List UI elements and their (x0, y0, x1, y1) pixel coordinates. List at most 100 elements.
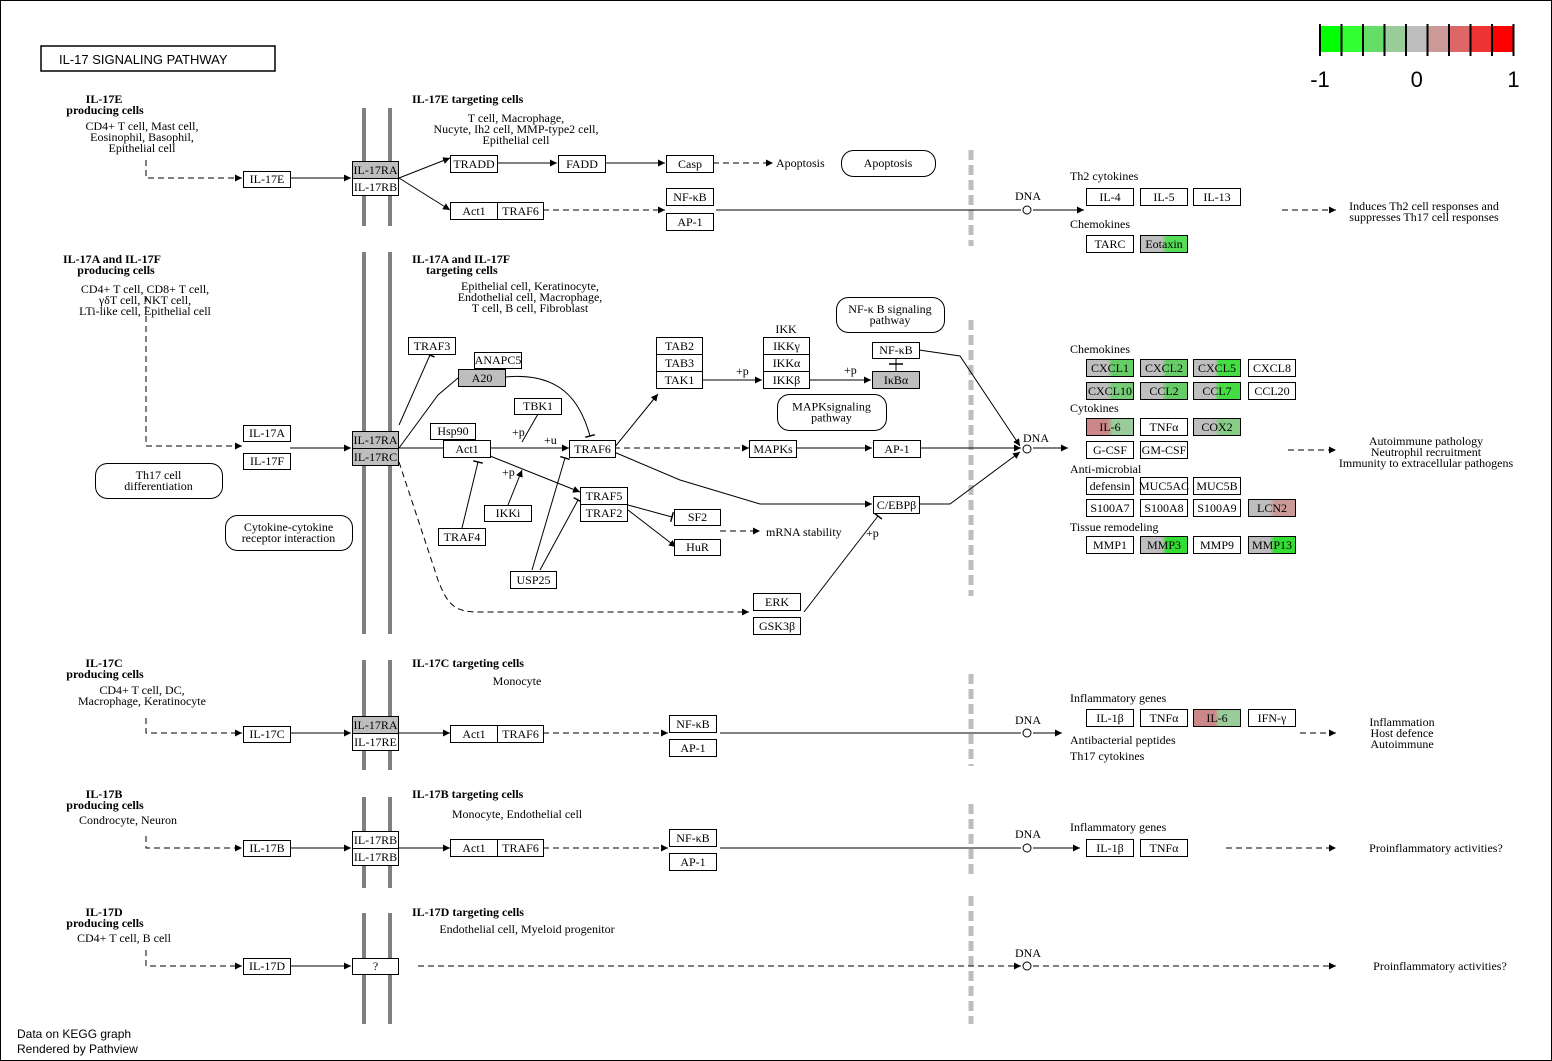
gene-node-hsp90[interactable]: Hsp90 (430, 423, 476, 440)
gene-node-usp25[interactable]: USP25 (510, 571, 557, 589)
gene-node-mmp13[interactable]: MMP13 (1248, 536, 1296, 554)
gene-node-cebpb[interactable]: C/EBPβ (873, 496, 920, 514)
gene-node-il17a[interactable]: IL-17A (243, 425, 291, 442)
gene-node-cxcl1[interactable]: CXCL1 (1086, 359, 1134, 377)
gene-node-mmp9[interactable]: MMP9 (1193, 536, 1241, 554)
gene-node-tnfa-af[interactable]: TNFα (1140, 418, 1188, 436)
gene-node-il17b[interactable]: IL-17B (243, 840, 291, 857)
gene-node-muc5ac[interactable]: MUC5AC (1139, 477, 1189, 495)
gene-node-ikkb[interactable]: IKKβ (763, 371, 810, 389)
gene-label: Act1 (462, 727, 485, 741)
gene-node-il17ra-af[interactable]: IL-17RA (352, 431, 399, 449)
gene-node-traf3[interactable]: TRAF3 (408, 337, 456, 355)
gene-node-casp[interactable]: Casp (666, 155, 714, 173)
gene-node-nfkb-c[interactable]: NF-κB (669, 715, 717, 733)
gene-node-cxcl10[interactable]: CXCL10 (1086, 382, 1134, 400)
gene-node-anapc5[interactable]: ANAPC5 (474, 352, 522, 369)
gene-node-unknown-d[interactable]: ? (352, 958, 399, 975)
gene-node-traf6-b[interactable]: TRAF6 (497, 839, 544, 857)
gene-node-act1-af[interactable]: Act1 (443, 440, 491, 458)
gene-node-il6-af[interactable]: IL-6 (1086, 418, 1134, 436)
gene-node-tarc[interactable]: TARC (1086, 235, 1134, 253)
gene-node-traf2[interactable]: TRAF2 (580, 504, 628, 522)
gene-node-ap1-b[interactable]: AP-1 (669, 853, 717, 871)
gene-node-ccl7[interactable]: CCL7 (1193, 382, 1241, 400)
gene-node-ccl20[interactable]: CCL20 (1248, 382, 1296, 400)
gene-node-s100a7[interactable]: S100A7 (1086, 499, 1134, 517)
gene-node-cox2[interactable]: COX2 (1193, 418, 1241, 436)
gene-node-il17ra-c[interactable]: IL-17RA (352, 716, 399, 734)
gene-node-defensin[interactable]: defensin (1086, 477, 1134, 495)
gene-node-tab2[interactable]: TAB2 (656, 337, 703, 355)
gene-node-act1-b[interactable]: Act1 (450, 839, 498, 857)
gene-node-fadd[interactable]: FADD (558, 155, 606, 173)
gene-node-ifng-c[interactable]: IFN-γ (1248, 709, 1296, 727)
gene-node-nfkb-e[interactable]: NF-κB (666, 188, 714, 206)
gene-node-ikki[interactable]: IKKi (484, 505, 532, 522)
gene-node-il17ra-e[interactable]: IL-17RA (352, 161, 399, 179)
gene-node-nfkb-b[interactable]: NF-κB (669, 829, 717, 847)
gene-node-il1b-b[interactable]: IL-1β (1086, 839, 1134, 857)
gene-node-il17f[interactable]: IL-17F (243, 453, 291, 470)
gene-node-il6-c[interactable]: IL-6 (1193, 709, 1241, 727)
gene-node-act1-c[interactable]: Act1 (450, 725, 498, 743)
gene-node-ap1-e[interactable]: AP-1 (666, 213, 714, 231)
gene-node-s100a8[interactable]: S100A8 (1140, 499, 1188, 517)
gene-node-il17rb-b2[interactable]: IL-17RB (352, 848, 399, 866)
gene-node-tab3[interactable]: TAB3 (656, 354, 703, 372)
gene-node-tnfa-c[interactable]: TNFα (1140, 709, 1188, 727)
gene-node-traf5[interactable]: TRAF5 (580, 487, 628, 505)
gene-node-erk[interactable]: ERK (753, 593, 801, 611)
gene-node-nfkb-af[interactable]: NF-κB (872, 342, 920, 359)
gene-node-gcsf[interactable]: G-CSF (1086, 441, 1134, 459)
gene-node-ap1-af[interactable]: AP-1 (873, 440, 921, 458)
gene-node-il1b-c[interactable]: IL-1β (1086, 709, 1134, 727)
gene-node-mapks[interactable]: MAPKs (749, 440, 797, 458)
gene-node-gmcsf[interactable]: GM-CSF (1140, 441, 1188, 459)
gene-node-ikba[interactable]: IκBα (872, 371, 920, 389)
gene-node-il17e[interactable]: IL-17E (243, 171, 291, 188)
gene-node-tbk1[interactable]: TBK1 (514, 398, 562, 415)
gene-node-il17rb-b1[interactable]: IL-17RB (352, 831, 399, 849)
gene-node-sf2[interactable]: SF2 (674, 509, 721, 526)
gene-node-gsk3b[interactable]: GSK3β (753, 617, 801, 635)
gene-node-cxcl5[interactable]: CXCL5 (1193, 359, 1241, 377)
gene-node-muc5b[interactable]: MUC5B (1193, 477, 1241, 495)
gene-node-traf6-e[interactable]: TRAF6 (497, 202, 544, 220)
gene-node-il5[interactable]: IL-5 (1140, 188, 1188, 206)
gene-node-mmp1[interactable]: MMP1 (1086, 536, 1134, 554)
gene-node-il17d[interactable]: IL-17D (243, 958, 291, 975)
gene-node-il17rc-af[interactable]: IL-17RC (352, 448, 399, 466)
gene-node-il17rb-e[interactable]: IL-17RB (352, 178, 399, 196)
map-link-apoptosis-map[interactable]: Apoptosis (841, 150, 936, 177)
gene-node-il17re-c[interactable]: IL-17RE (352, 733, 399, 751)
gene-node-ikka[interactable]: IKKα (763, 354, 810, 372)
gene-node-traf4[interactable]: TRAF4 (438, 528, 486, 546)
producing-title: producing cells (66, 916, 144, 930)
gene-node-traf6-c[interactable]: TRAF6 (497, 725, 544, 743)
gene-node-il17c[interactable]: IL-17C (243, 726, 291, 743)
gene-label: TBK1 (523, 399, 553, 413)
gene-node-il4[interactable]: IL-4 (1086, 188, 1134, 206)
gene-node-il13[interactable]: IL-13 (1193, 188, 1241, 206)
gene-node-tradd[interactable]: TRADD (450, 155, 498, 173)
gene-node-cxcl8[interactable]: CXCL8 (1248, 359, 1296, 377)
gene-node-mmp3[interactable]: MMP3 (1140, 536, 1188, 554)
gene-node-ccl2[interactable]: CCL2 (1140, 382, 1188, 400)
gene-node-traf6-af[interactable]: TRAF6 (569, 440, 616, 458)
gene-node-ikkg[interactable]: IKKγ (763, 337, 810, 355)
gene-node-cxcl2[interactable]: CXCL2 (1140, 359, 1188, 377)
gene-node-eotaxin[interactable]: Eotaxin (1140, 235, 1188, 253)
gene-node-a20[interactable]: A20 (458, 369, 506, 387)
gene-node-hur[interactable]: HuR (674, 539, 721, 556)
gene-node-act1-e[interactable]: Act1 (450, 202, 498, 220)
gene-node-tak1[interactable]: TAK1 (656, 371, 703, 389)
gene-node-ap1-c[interactable]: AP-1 (669, 739, 717, 757)
gene-node-lcn2[interactable]: LCN2 (1248, 499, 1296, 517)
gene-node-tnfa-b[interactable]: TNFα (1140, 839, 1188, 857)
gene-node-s100a9[interactable]: S100A9 (1193, 499, 1241, 517)
